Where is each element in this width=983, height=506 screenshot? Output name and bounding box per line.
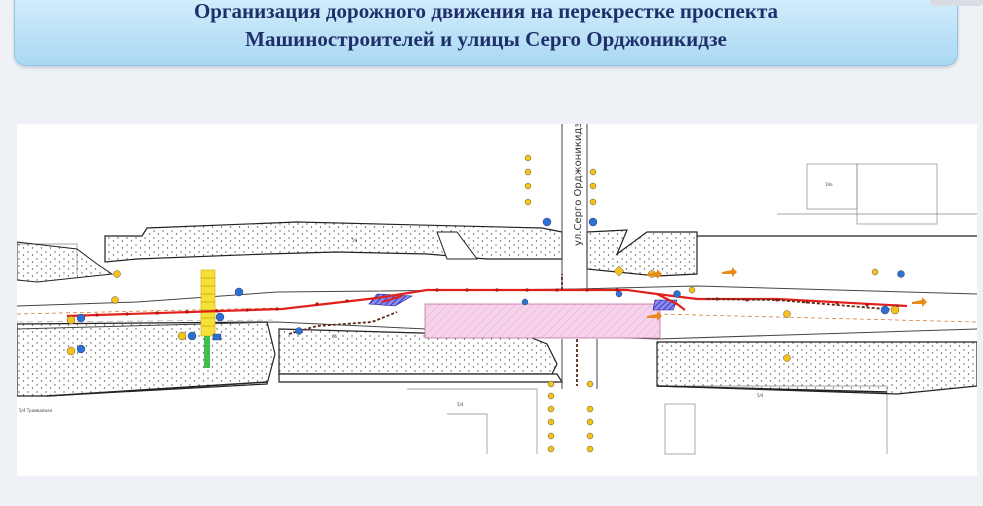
- small-label-6: 19а: [825, 182, 833, 187]
- red-fence: [66, 288, 908, 318]
- north-sidewalk: [17, 221, 977, 283]
- title-banner: Организация дорожного движения на перекр…: [14, 0, 958, 66]
- traffic-plan-drawing: ул.Серго Орджоникидзе 59 5/4 5/4 5/4 Тра…: [17, 124, 977, 476]
- south-sidewalk: [17, 321, 977, 397]
- page-title: Организация дорожного движения на перекр…: [15, 0, 957, 53]
- lane-arrows: [647, 267, 927, 321]
- small-label-4: 5/4 Трамвайная: [19, 408, 53, 413]
- work-zone-area: [424, 303, 661, 339]
- small-label-1: 59: [352, 238, 358, 243]
- corner-tab: [930, 0, 983, 6]
- small-label-5: 66: [332, 334, 338, 339]
- dark-fence: [288, 274, 898, 386]
- small-label-3: 5/4: [757, 393, 764, 398]
- plan-svg: ул.Серго Орджоникидзе 59 5/4 5/4 5/4 Тра…: [17, 124, 977, 455]
- street-label: ул.Серго Орджоникидзе: [573, 124, 584, 246]
- title-line-1: Организация дорожного движения на перекр…: [193, 0, 779, 23]
- pedestrian-crossing: [200, 269, 216, 368]
- title-line-2: Машиностроителей и улицы Серго Орджоники…: [245, 27, 727, 51]
- traffic-signs: [66, 154, 905, 453]
- small-label-2: 5/4: [457, 402, 464, 407]
